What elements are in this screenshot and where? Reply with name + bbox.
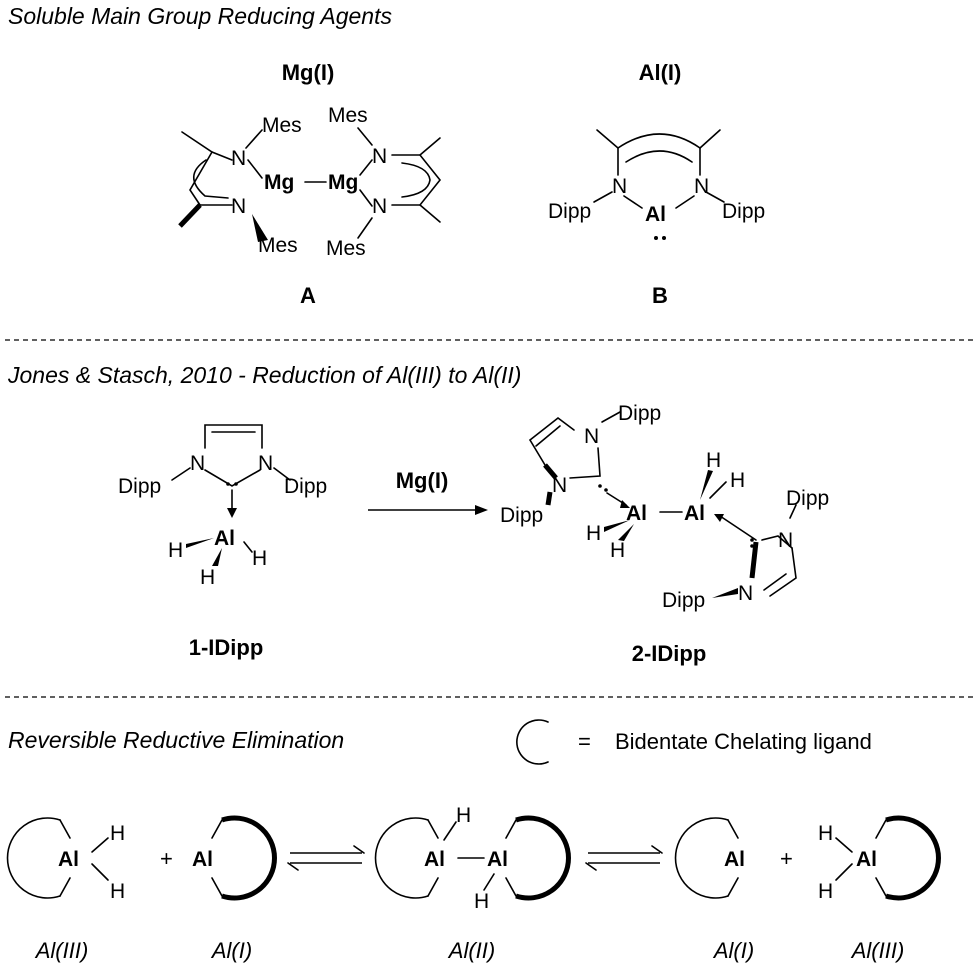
atom-Mg: Mg [264, 171, 294, 194]
section3-title: Reversible Reductive Elimination [8, 727, 344, 753]
plus-sign: + [780, 846, 793, 871]
atom-N: N [372, 195, 387, 218]
mes-label: Mes [262, 114, 302, 137]
ox-state-label: Al(I) [712, 938, 754, 963]
ox-state-label: Al(III) [850, 938, 905, 963]
atom-N: N [190, 452, 205, 475]
molecule-A: N N Mes Mes Mg Mg N N Mes Mes [178, 104, 442, 260]
atom-H: H [110, 822, 125, 845]
mes-label: Mes [258, 234, 298, 257]
equilibrium-arrows [585, 845, 663, 871]
atom-H: H [168, 539, 183, 562]
molecule-B: N N Dipp Dipp Al [548, 129, 765, 240]
atom-H: H [456, 804, 471, 827]
ligand-legend-arc [516, 719, 549, 765]
atom-Al: Al [58, 848, 79, 871]
atom-N: N [694, 175, 709, 198]
atom-Al: Al [645, 203, 666, 226]
atom-N: N [584, 425, 599, 448]
species-AlI-thick: Al [192, 815, 277, 901]
legend-equals: = [578, 729, 591, 754]
atom-H: H [586, 522, 601, 545]
atom-Al: Al [424, 848, 445, 871]
atom-N: N [258, 452, 273, 475]
dipp-label: Dipp [662, 589, 705, 612]
species-AlIII-right: H H Al [818, 815, 941, 903]
ox-state-label: Al(II) [447, 938, 495, 963]
atom-H: H [110, 880, 125, 903]
mes-label: Mes [328, 104, 368, 127]
atom-Al: Al [684, 502, 705, 525]
al-heading: Al(I) [639, 60, 682, 85]
atom-N: N [612, 175, 627, 198]
species-AlII-dimer: Al Al H H [374, 804, 571, 913]
atom-Al: Al [626, 502, 647, 525]
atom-H: H [252, 547, 267, 570]
molecule-2-IDipp: N N Dipp Dipp Al Al H H H H N N Dipp Dip… [500, 402, 829, 612]
atom-Al: Al [214, 527, 235, 550]
reactant-label: 1-IDipp [189, 635, 264, 660]
atom-N: N [778, 529, 793, 552]
dipp-label: Dipp [618, 402, 661, 425]
molecule-1-IDipp: N N Dipp Dipp Al H H H [118, 424, 327, 589]
dipp-label: Dipp [500, 504, 543, 527]
label-B: B [652, 283, 668, 308]
legend-text: Bidentate Chelating ligand [615, 729, 872, 754]
atom-N: N [738, 582, 753, 605]
section1-title: Soluble Main Group Reducing Agents [8, 3, 392, 29]
product-label: 2-IDipp [632, 641, 707, 666]
species-AlI-thin: Al [674, 817, 745, 899]
atom-Al: Al [192, 848, 213, 871]
atom-H: H [730, 469, 745, 492]
ox-state-label: Al(III) [34, 938, 89, 963]
section2-title: Jones & Stasch, 2010 - Reduction of Al(I… [7, 362, 521, 388]
plus-sign: + [160, 846, 173, 871]
atom-N: N [231, 147, 246, 170]
atom-Al: Al [724, 848, 745, 871]
dipp-label: Dipp [548, 200, 591, 223]
reaction-arrowhead [475, 505, 488, 515]
dipp-label: Dipp [786, 487, 829, 510]
species-AlIII-left: Al H H [6, 817, 125, 903]
reagent-label: Mg(I) [396, 468, 449, 493]
ox-state-label: Al(I) [210, 938, 252, 963]
atom-H: H [818, 822, 833, 845]
mes-label: Mes [326, 237, 366, 260]
atom-H: H [818, 880, 833, 903]
atom-H: H [474, 890, 489, 913]
dipp-label: Dipp [118, 475, 161, 498]
dipp-label: Dipp [284, 475, 327, 498]
atom-H: H [610, 539, 625, 562]
atom-N: N [552, 474, 567, 497]
equilibrium-arrows [287, 845, 365, 871]
atom-N: N [372, 145, 387, 168]
atom-Al: Al [856, 848, 877, 871]
label-A: A [300, 283, 316, 308]
mg-heading: Mg(I) [282, 60, 335, 85]
atom-Mg: Mg [328, 171, 358, 194]
atom-N: N [231, 195, 246, 218]
atom-H: H [200, 566, 215, 589]
atom-Al: Al [487, 848, 508, 871]
dipp-label: Dipp [722, 200, 765, 223]
atom-H: H [706, 449, 721, 472]
